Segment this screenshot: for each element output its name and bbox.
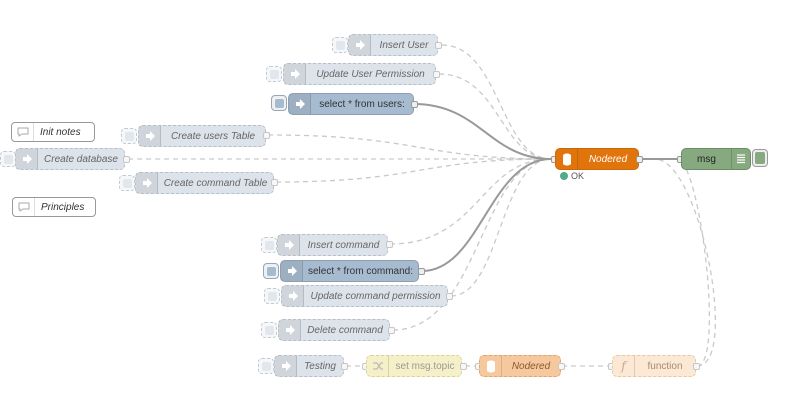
- output-port[interactable]: [123, 156, 130, 163]
- inject-arrow-icon: [282, 286, 304, 306]
- comment-bubble-icon: [13, 198, 35, 216]
- database-icon: [480, 356, 502, 376]
- inject-node-create-command-table[interactable]: Create command Table: [135, 172, 274, 194]
- inject-trigger-button[interactable]: [266, 66, 282, 82]
- inject-node-insert-user[interactable]: Insert User: [348, 34, 438, 56]
- database-icon: [556, 149, 578, 169]
- inject-arrow-icon: [281, 261, 303, 281]
- node-label: Delete command: [307, 324, 383, 336]
- inject-arrow-icon: [139, 126, 161, 146]
- inject-node-update-command-permission[interactable]: Update command permission: [281, 285, 448, 307]
- node-label: Update User Permission: [316, 68, 425, 80]
- node-label: set msg.topic: [395, 360, 455, 372]
- status-text: OK: [571, 171, 585, 181]
- output-port[interactable]: [558, 363, 565, 370]
- change-shuffle-icon: [367, 356, 389, 376]
- status-dot-icon: [560, 172, 568, 180]
- inject-arrow-icon: [289, 94, 311, 114]
- comment-node-principles[interactable]: Principles: [12, 197, 96, 217]
- node-label: Create database: [44, 153, 118, 165]
- node-label: select * from command:: [307, 265, 414, 277]
- output-port[interactable]: [418, 268, 425, 275]
- node-label: Create users Table: [170, 130, 256, 142]
- output-port[interactable]: [435, 42, 442, 49]
- node-label: function: [647, 360, 683, 372]
- output-port[interactable]: [693, 363, 700, 370]
- inject-node-update-user-permission[interactable]: Update User Permission: [283, 63, 436, 85]
- inject-node-create-users-table[interactable]: Create users Table: [138, 125, 266, 147]
- change-node-set-msg-topic[interactable]: set msg.topic: [366, 355, 462, 377]
- output-port[interactable]: [411, 101, 418, 108]
- node-label: Update command permission: [310, 290, 441, 302]
- inject-trigger-button[interactable]: [264, 288, 280, 304]
- database-node-nodered-disabled[interactable]: Nodered: [479, 355, 561, 377]
- inject-arrow-icon: [136, 173, 158, 193]
- output-port[interactable]: [263, 132, 270, 139]
- inject-arrow-icon: [278, 235, 300, 255]
- database-node-nodered[interactable]: Nodered: [555, 148, 639, 170]
- output-port[interactable]: [388, 327, 395, 334]
- debug-list-icon: [731, 149, 750, 169]
- node-label: Insert User: [379, 39, 429, 51]
- output-port[interactable]: [271, 179, 278, 186]
- inject-trigger-button[interactable]: [121, 128, 137, 144]
- node-label: msg: [697, 153, 716, 165]
- node-status: OK: [560, 171, 584, 181]
- function-f-icon: f: [613, 356, 635, 376]
- debug-toggle-button[interactable]: [752, 149, 768, 167]
- inject-node-delete-command[interactable]: Delete command: [278, 319, 390, 341]
- output-port[interactable]: [446, 293, 453, 300]
- inject-arrow-icon: [349, 35, 371, 55]
- debug-node-msg[interactable]: msg: [681, 148, 751, 170]
- output-port[interactable]: [460, 363, 467, 370]
- comment-label: Principles: [41, 201, 85, 213]
- inject-node-select-command[interactable]: select * from command:: [280, 260, 419, 282]
- inject-trigger-button[interactable]: [332, 37, 348, 53]
- inject-arrow-icon: [275, 356, 297, 376]
- inject-node-select-users[interactable]: select * from users:: [288, 93, 414, 115]
- inject-node-insert-command[interactable]: Insert command: [277, 234, 388, 256]
- inject-arrow-icon: [284, 64, 306, 84]
- inject-trigger-button[interactable]: [261, 237, 277, 253]
- inject-trigger-button[interactable]: [119, 175, 135, 191]
- node-label: select * from users:: [319, 98, 405, 110]
- inject-trigger-button[interactable]: [271, 95, 287, 111]
- inject-trigger-button[interactable]: [261, 322, 277, 338]
- node-label: Create command Table: [163, 177, 268, 189]
- node-label: Testing: [304, 360, 336, 372]
- node-label: Insert command: [307, 239, 380, 251]
- comment-label: Init notes: [40, 126, 81, 138]
- comment-bubble-icon: [12, 123, 34, 141]
- node-label: Nodered: [511, 360, 551, 372]
- node-label: Nodered: [588, 153, 628, 165]
- output-port[interactable]: [341, 363, 348, 370]
- inject-trigger-button[interactable]: [0, 151, 16, 167]
- output-port[interactable]: [433, 71, 440, 78]
- comment-node-init-notes[interactable]: Init notes: [11, 122, 95, 142]
- inject-node-create-database[interactable]: Create database: [15, 148, 125, 170]
- inject-trigger-button[interactable]: [258, 358, 274, 374]
- inject-arrow-icon: [16, 149, 38, 169]
- inject-arrow-icon: [279, 320, 301, 340]
- inject-trigger-button[interactable]: [263, 263, 279, 279]
- output-port[interactable]: [386, 241, 393, 248]
- output-port[interactable]: [636, 156, 643, 163]
- inject-node-testing[interactable]: Testing: [274, 355, 344, 377]
- function-node[interactable]: f function: [612, 355, 696, 377]
